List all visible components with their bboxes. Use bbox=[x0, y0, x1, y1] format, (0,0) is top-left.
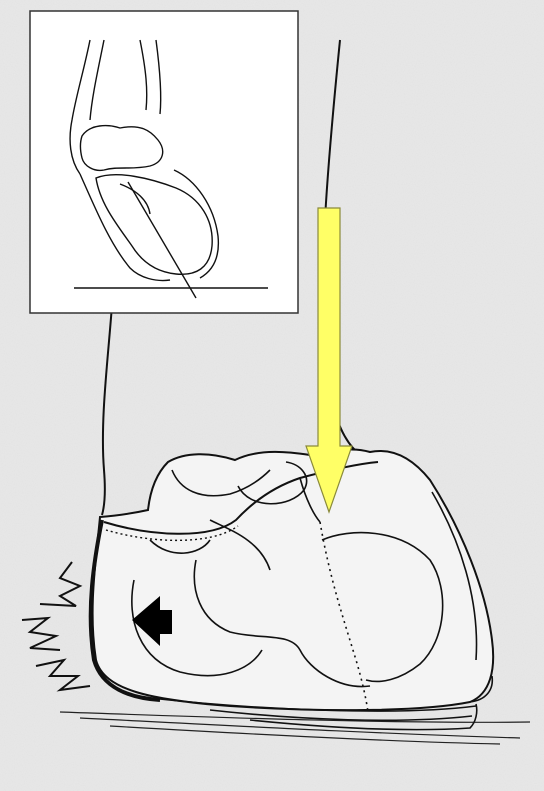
inset-frame bbox=[30, 11, 298, 313]
inset-panel bbox=[30, 11, 298, 313]
shoe-body bbox=[93, 449, 494, 710]
